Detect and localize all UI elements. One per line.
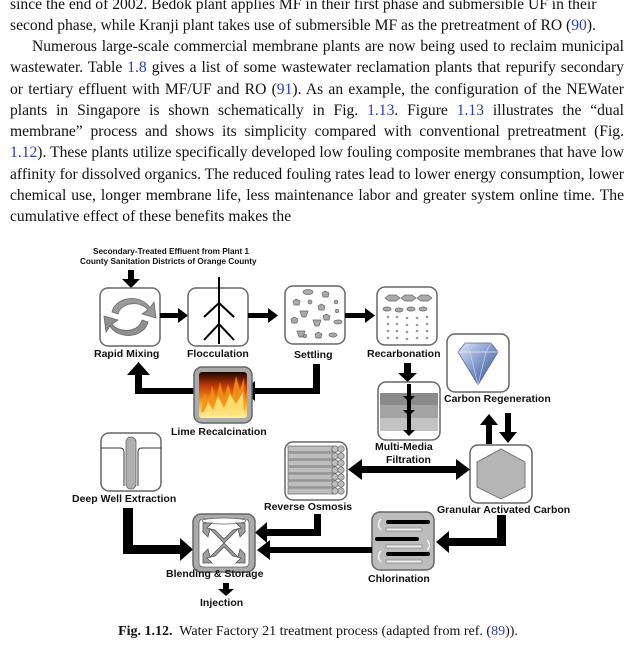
- settling-label: Settling: [294, 349, 333, 361]
- caption-end: )).: [505, 624, 518, 639]
- multi-media-label-line2: Filtration: [386, 454, 431, 466]
- paragraph-1: since the end of 2002. Bedok plant appli…: [10, 0, 624, 37]
- text-fragment: illustrates the “dual membrane” process …: [10, 101, 624, 141]
- figure-reference-link[interactable]: 1.12: [10, 144, 38, 162]
- arrow-settling-to-lime-recalcination: [242, 364, 320, 401]
- arrow-carbon-regeneration-to-gac: [499, 413, 517, 443]
- carbon-regeneration-label: Carbon Regeneration: [444, 393, 551, 405]
- arrow-blending-to-injection: [218, 583, 234, 596]
- rapid-mixing-label: Rapid Mixing: [94, 348, 160, 360]
- text-fragment: . Figure: [394, 101, 457, 119]
- figure-caption: Fig. 1.12. Water Factory 21 treatment pr…: [0, 624, 636, 640]
- blending-storage-label: Blending & Storage: [166, 568, 264, 580]
- text-fragment: Numerous large-scale commercial membrane…: [10, 38, 624, 77]
- rapid-mixing-icon: [99, 287, 161, 347]
- granular-activated-carbon-label: Granular Activated Carbon: [437, 504, 571, 516]
- table-reference-link[interactable]: 1.8: [127, 59, 147, 77]
- arrow-chlorination-to-blending: [257, 540, 372, 560]
- text-line: second phase, while Kranji plant takes u…: [10, 17, 572, 35]
- arrow-gac-to-carbon-regeneration: [480, 414, 498, 444]
- source-label-line1: Secondary-Treated Effluent from Plant 1: [93, 247, 250, 256]
- caption-text: Water Factory 21 treatment process (adap…: [179, 624, 492, 639]
- deep-well-extraction-icon: [100, 432, 162, 492]
- text-fragment: ).: [586, 17, 596, 35]
- figure-reference-link[interactable]: 1.13: [456, 101, 484, 119]
- source-label-line2: County Sanitation Districts of Orange Co…: [80, 257, 257, 266]
- deep-well-extraction-label: Deep Well Extraction: [72, 493, 177, 505]
- arrow-rapid-mixing-to-flocculation: [160, 308, 188, 323]
- arrow-settling-to-recarbonation: [345, 308, 375, 323]
- caption-label: Fig. 1.12.: [118, 624, 173, 639]
- reference-link-91[interactable]: 91: [276, 80, 293, 98]
- injection-label: Injection: [200, 597, 244, 609]
- reverse-osmosis-label: Reverse Osmosis: [264, 501, 353, 513]
- lime-recalcination-label: Lime Recalcination: [171, 426, 267, 438]
- arrow-multi-media-gac-ro-exchange: [348, 459, 470, 480]
- paragraph-2: Numerous large-scale commercial membrane…: [10, 36, 624, 228]
- figure-reference-link[interactable]: 1.13: [367, 101, 395, 119]
- text-fragment: ). These plants utilize specifically dev…: [10, 144, 624, 226]
- blending-storage-icon: [192, 513, 256, 573]
- lime-recalcination-icon: [193, 366, 253, 424]
- arrow-recarbonation-to-multi-media: [398, 363, 417, 382]
- recarbonation-icon: [376, 286, 438, 346]
- text-line: since the end of 2002. Bedok plant appli…: [10, 0, 597, 13]
- settling-icon: [284, 285, 346, 345]
- recarbonation-label: Recarbonation: [367, 348, 441, 360]
- text-fragment: gives a list of some wastewater reclamat…: [10, 59, 624, 98]
- chlorination-icon: [371, 511, 435, 571]
- flocculation-icon: [187, 277, 249, 347]
- arrow-source-to-rapid-mixing: [122, 270, 140, 288]
- reference-link-89[interactable]: 89: [491, 624, 506, 639]
- flocculation-label: Flocculation: [187, 348, 249, 360]
- arrow-gac-to-chlorination: [436, 515, 506, 553]
- reverse-osmosis-icon: [284, 441, 348, 501]
- carbon-regeneration-icon: [446, 333, 510, 393]
- multi-media-filtration-icon: [377, 381, 441, 441]
- arrow-ro-to-blending: [255, 514, 321, 543]
- chlorination-label: Chlorination: [368, 573, 430, 585]
- arrow-deep-well-to-blending: [123, 508, 193, 561]
- reference-link-90[interactable]: 90: [571, 17, 587, 35]
- multi-media-label-line1: Multi-Media: [375, 441, 433, 453]
- granular-activated-carbon-icon: [469, 444, 533, 504]
- arrow-lime-recalcination-to-rapid-mixing: [127, 362, 195, 394]
- arrow-flocculation-to-settling: [248, 308, 278, 323]
- text-fragment: ). As an example, the configuration of t…: [10, 80, 624, 119]
